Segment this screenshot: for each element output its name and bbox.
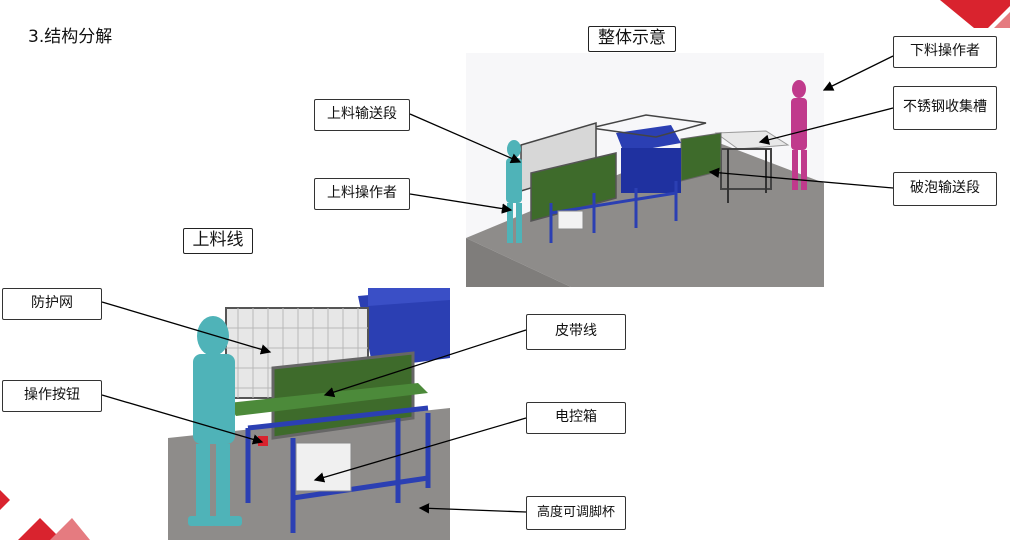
label-text: 电控箱 [555,409,597,426]
label-text: 下料操作者 [910,43,980,60]
label-text: 上料输送段 [327,106,397,123]
line-title-text: 上料线 [192,230,244,251]
overview-title: 整体示意 [588,26,676,52]
label-text: 上料操作者 [327,185,397,202]
label-stainless-tank: 不锈钢收集槽 [893,86,997,130]
leader-stainless-tank [758,107,894,145]
label-text: 不锈钢收集槽 [903,99,987,116]
label-foam-conveyor: 破泡输送段 [893,172,997,206]
leader-feed-operator [409,193,513,214]
leader-control-box [313,417,527,483]
leader-op-button [101,394,264,445]
line-title: 上料线 [183,228,253,254]
label-belt-line: 皮带线 [526,314,626,350]
leader-xialiao-operator [822,55,894,91]
label-guard-net: 防护网 [2,288,102,320]
label-text: 高度可调脚杯 [536,504,615,520]
leader-adjustable-foot [418,503,527,514]
label-xialiao-operator: 下料操作者 [893,36,997,68]
label-text: 防护网 [31,295,73,312]
overview-image [466,53,824,287]
label-text: 皮带线 [555,323,597,340]
label-adjustable-foot: 高度可调脚杯 [526,496,626,530]
leader-feed-conveyor [409,113,522,164]
corner-decoration-bottom-left [0,490,90,540]
label-feed-operator: 上料操作者 [314,178,410,210]
label-control-box: 电控箱 [526,402,626,434]
label-text: 操作按钮 [24,387,80,404]
feeding-line-image [168,288,450,540]
label-text: 破泡输送段 [910,180,980,197]
section-title: 3.结构分解 [28,27,113,47]
leader-foam-conveyor [708,167,894,189]
overview-title-text: 整体示意 [598,28,666,49]
label-op-button: 操作按钮 [2,380,102,412]
label-feed-conveyor: 上料输送段 [314,99,410,131]
leader-belt-line [323,329,527,398]
corner-decoration-top-right [940,0,1010,28]
leader-guard-net [101,301,272,355]
